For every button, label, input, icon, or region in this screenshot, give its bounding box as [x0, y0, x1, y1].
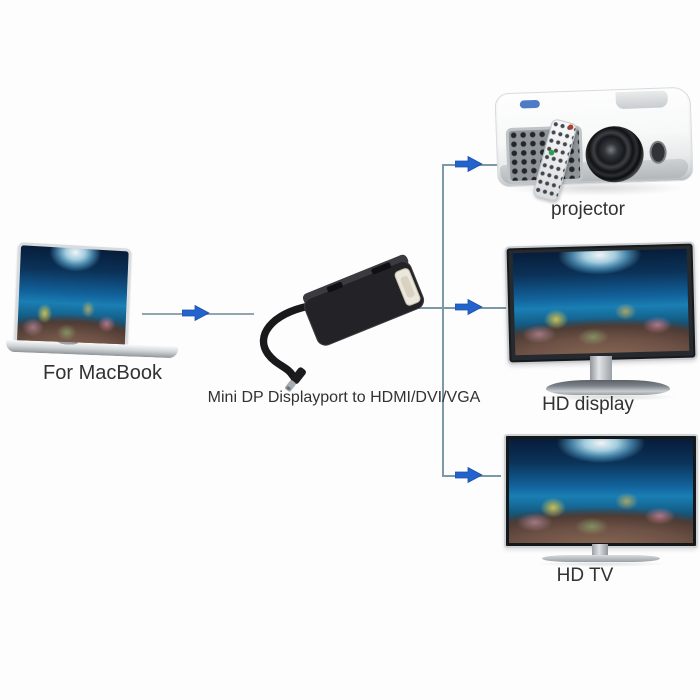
macbook-image [5, 242, 179, 370]
mini-displayport-plug [285, 367, 306, 392]
monitor-stand-base [546, 380, 670, 395]
underwater-wallpaper-image [509, 439, 693, 543]
line-branch-vertical [442, 164, 444, 477]
hd-display-image [504, 241, 698, 401]
arrow-right-icon [455, 298, 483, 316]
underwater-wallpaper-image [16, 245, 129, 351]
mini-dp-adapter-image [259, 254, 425, 392]
projector-image [494, 84, 694, 203]
monitor-bezel [504, 241, 698, 365]
hd-tv-image [504, 434, 698, 574]
projector-logo [519, 99, 540, 109]
monitor-shadow [536, 393, 680, 401]
tv-shadow [534, 561, 668, 567]
tv-stand-neck [592, 544, 608, 557]
hd-tv-label: HD TV [556, 565, 614, 586]
adapter-body [302, 254, 425, 346]
projector-body [494, 86, 694, 188]
hdmi-port [326, 281, 343, 293]
underwater-wallpaper-image [512, 248, 690, 356]
projector-label: projector [551, 199, 625, 220]
adapter-cable [259, 302, 313, 380]
dvi-port [371, 262, 392, 275]
adapter-label: Mini DP Displayport to HDMI/DVI/VGA [207, 389, 481, 406]
monitor-stand-neck [590, 356, 612, 384]
line-adapter-out [404, 307, 443, 309]
macbook-screen [13, 242, 132, 353]
arrow-right-icon [182, 304, 210, 322]
hd-display-label: HD display [542, 394, 634, 415]
arrow-right-icon [455, 155, 483, 173]
macbook-base [5, 339, 179, 359]
arrow-right-icon [455, 466, 483, 484]
tv-stand-foot [542, 555, 660, 562]
macbook-label: For MacBook [43, 362, 162, 384]
tv-frame [504, 434, 698, 548]
projector-focus-ring-housing [615, 90, 669, 110]
